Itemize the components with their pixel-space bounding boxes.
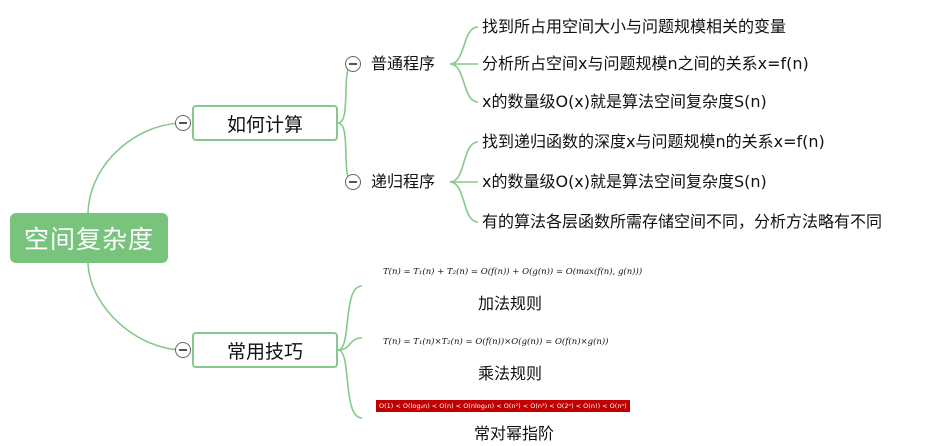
root-node[interactable]: 空间复杂度 bbox=[10, 213, 168, 263]
connector-normal-3 bbox=[449, 63, 479, 103]
collapse-icon[interactable] bbox=[175, 342, 191, 358]
connector-tips-3 bbox=[337, 349, 363, 419]
connector-compute-normal bbox=[337, 63, 354, 124]
caption-multiplication-rule: 乘法规则 bbox=[478, 364, 543, 383]
leaf-normal-3[interactable]: x的数量级O(x)就是算法空间复杂度S(n) bbox=[482, 92, 767, 111]
connector-tips-2 bbox=[337, 337, 363, 351]
caption-addition-rule: 加法规则 bbox=[478, 294, 543, 313]
collapse-icon[interactable] bbox=[175, 115, 191, 131]
connector-root-compute bbox=[87, 122, 184, 214]
connector-root-tips bbox=[87, 262, 184, 351]
leaf-recursive-1[interactable]: 找到递归函数的深度x与问题规模n的关系x=f(n) bbox=[482, 132, 825, 151]
connector-normal-1 bbox=[449, 26, 479, 65]
connector-recursive-3 bbox=[449, 181, 479, 223]
leaf-normal-2[interactable]: 分析所占空间x与问题规模n之间的关系x=f(n) bbox=[482, 54, 809, 73]
connector-recursive-1 bbox=[449, 141, 479, 183]
leaf-recursive-2[interactable]: x的数量级O(x)就是算法空间复杂度S(n) bbox=[482, 172, 767, 191]
leaf-normal-1[interactable]: 找到所占用空间大小与问题规模相关的变量 bbox=[482, 17, 787, 36]
node-common-tips[interactable]: 常用技巧 bbox=[192, 332, 338, 368]
formula-order-comparison[interactable]: O(1) < O(log₂n) < O(n) < O(nlog₂n) < O(n… bbox=[376, 400, 630, 412]
collapse-icon[interactable] bbox=[345, 174, 361, 190]
leaf-recursive-3[interactable]: 有的算法各层函数所需存储空间不同，分析方法略有不同 bbox=[482, 212, 883, 231]
formula-addition-rule[interactable]: T(n) = T₁(n) + T₂(n) = O(f(n)) + O(g(n))… bbox=[383, 267, 643, 277]
caption-order-comparison: 常对幂指阶 bbox=[474, 424, 555, 443]
node-normal-program[interactable]: 普通程序 bbox=[371, 54, 436, 73]
formula-multiplication-rule[interactable]: T(n) = T₁(n)×T₂(n) = O(f(n))×O(g(n)) = O… bbox=[383, 337, 609, 347]
node-how-to-compute[interactable]: 如何计算 bbox=[192, 105, 338, 141]
collapse-icon[interactable] bbox=[345, 56, 361, 72]
connector-tips-1 bbox=[337, 285, 363, 351]
node-recursive-program[interactable]: 递归程序 bbox=[371, 172, 436, 191]
